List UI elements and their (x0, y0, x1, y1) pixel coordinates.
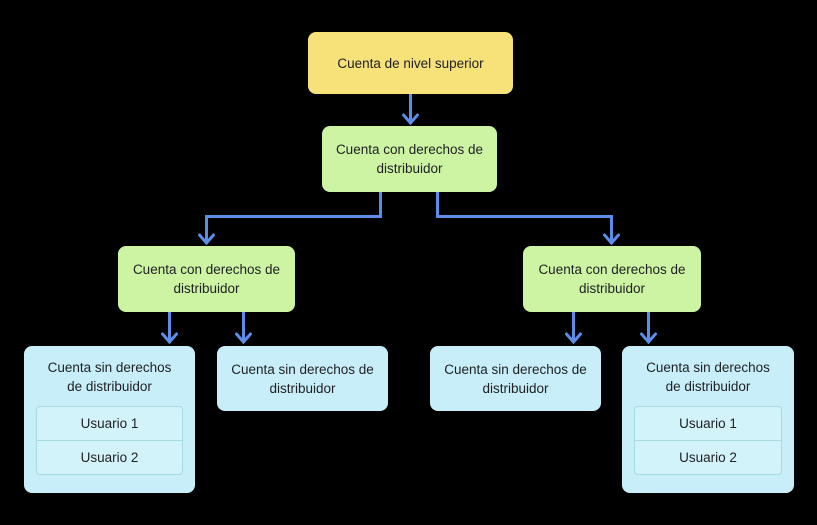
node-non-distributor-account-3: Cuenta sin derechos de distribuidor (430, 346, 601, 411)
node-top-level-account: Cuenta de nivel superior (308, 32, 513, 94)
node-distributor-account-left: Cuenta con derechos de distribuidor (118, 246, 295, 312)
user-list: Usuario 1 Usuario 2 (36, 406, 183, 475)
node-label: Cuenta de nivel superior (337, 55, 484, 71)
node-non-distributor-account-1: Cuenta sin derechos de distribuidor Usua… (24, 346, 195, 493)
node-label: Cuenta con derechos de distribuidor (132, 262, 281, 296)
connector-l2-to-l3-right (436, 190, 620, 246)
user-item: Usuario 2 (634, 439, 782, 475)
user-label: Usuario 2 (80, 449, 139, 465)
node-label: Cuenta sin derechos de distribuidor (47, 360, 172, 394)
user-item: Usuario 2 (36, 439, 183, 475)
node-label: Cuenta con derechos de distribuidor (538, 262, 686, 296)
node-distributor-account-level2: Cuenta con derechos de distribuidor (322, 126, 497, 192)
node-label: Cuenta sin derechos de distribuidor (231, 361, 374, 396)
user-label: Usuario 1 (679, 416, 737, 431)
node-label: Cuenta sin derechos de distribuidor (444, 361, 587, 396)
node-non-distributor-account-4: Cuenta sin derechos de distribuidor Usua… (622, 346, 794, 493)
node-distributor-account-right: Cuenta con derechos de distribuidor (523, 246, 701, 312)
node-label: Cuenta con derechos de distribuidor (335, 142, 484, 176)
node-non-distributor-account-2: Cuenta sin derechos de distribuidor (217, 346, 388, 411)
node-label: Cuenta sin derechos de distribuidor (646, 360, 770, 394)
user-item: Usuario 1 (634, 406, 782, 441)
user-label: Usuario 1 (80, 416, 139, 431)
user-item: Usuario 1 (36, 406, 183, 441)
connector-l2-to-l3-left (198, 190, 382, 246)
user-list: Usuario 1 Usuario 2 (634, 406, 782, 475)
user-label: Usuario 2 (679, 449, 737, 465)
